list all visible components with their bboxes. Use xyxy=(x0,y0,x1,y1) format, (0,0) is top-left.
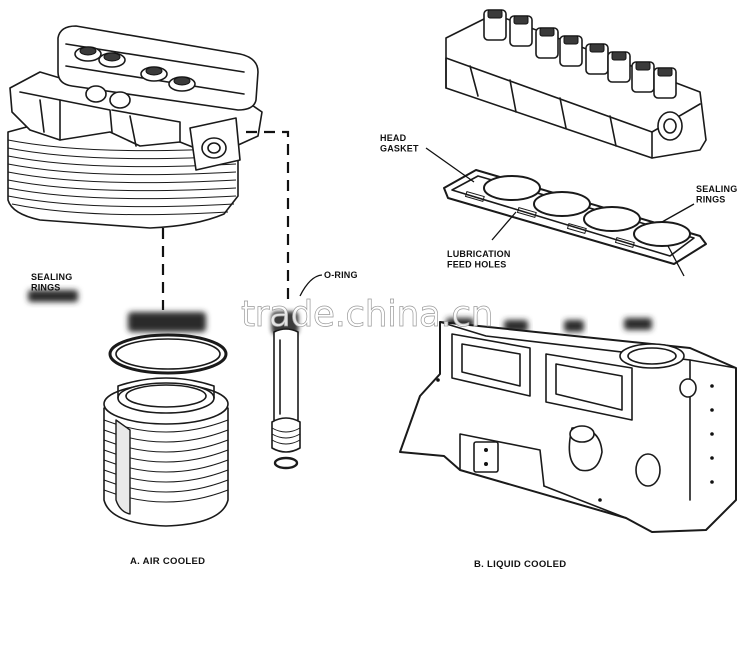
sealing-ring-smudge-center xyxy=(128,312,206,332)
liquid-cooled-engine-block xyxy=(399,321,737,533)
air-cooled-cylinder-head xyxy=(7,25,263,229)
push-rod-tube xyxy=(271,311,301,470)
caption-liquid-cooled: B. LIQUID COOLED xyxy=(474,559,566,570)
o-ring-bottom xyxy=(273,456,299,470)
head-gasket xyxy=(443,169,707,265)
valve-springs-left xyxy=(74,46,196,109)
caption-air-cooled: A. AIR COOLED xyxy=(130,556,205,567)
valve-springs-right xyxy=(483,9,677,99)
liquid-cooled-cylinder-head xyxy=(445,9,707,159)
alignment-line-pushrod xyxy=(246,130,290,300)
air-cooled-cylinder-barrel xyxy=(103,377,229,527)
sealing-ring-smudge-left xyxy=(28,290,78,302)
watermark: trade.china.cn xyxy=(241,294,493,335)
sealing-ring-loose xyxy=(108,333,228,375)
label-o-ring: O-RING xyxy=(324,270,358,280)
